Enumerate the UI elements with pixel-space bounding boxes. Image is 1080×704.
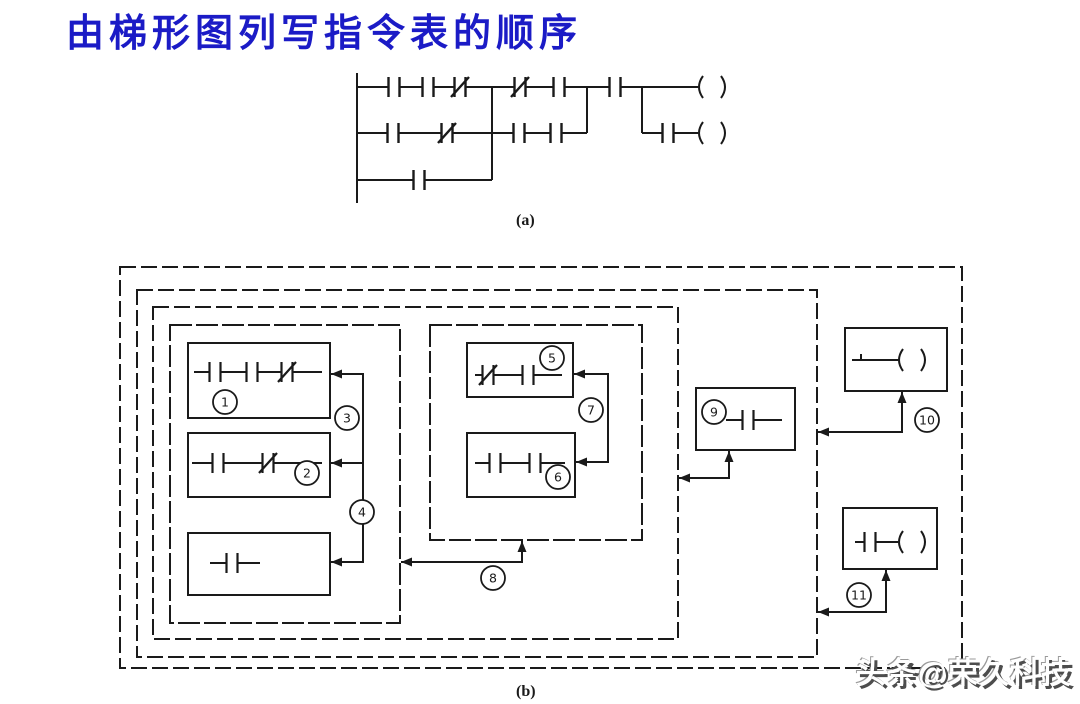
connector-10: [818, 392, 903, 433]
arrowhead-icon: [897, 392, 907, 403]
coil-icon: [698, 121, 726, 145]
arrowheads: [331, 369, 907, 617]
connector-7: [574, 373, 609, 463]
no-contact-icon: [411, 168, 427, 192]
no-contact-icon: [551, 75, 567, 99]
no-contact-icon: [527, 451, 543, 475]
block-step-5: [466, 342, 574, 398]
no-contact-icon: [244, 360, 260, 384]
no-contact-icon: [511, 121, 527, 145]
svg-text:10: 10: [919, 413, 935, 428]
no-contact-icon: [207, 360, 223, 384]
step-blocks: [187, 327, 948, 596]
group-box-right: [429, 324, 643, 541]
nc-contact-icon: [449, 75, 471, 99]
coil-icon: [698, 75, 726, 99]
block-step-11: [842, 507, 938, 570]
arrowhead-icon: [331, 458, 342, 468]
connectors: [331, 373, 903, 613]
figure-label-a: (a): [516, 212, 535, 229]
svg-text:11: 11: [851, 588, 867, 603]
no-contact-icon: [660, 121, 676, 145]
nc-contact-icon: [257, 451, 279, 475]
step-marker-11: 11: [846, 582, 872, 608]
connector-11: [818, 570, 887, 613]
arrowhead-icon: [331, 557, 342, 567]
figure-label-b: (b): [516, 683, 536, 700]
step-marker-3: 3: [334, 405, 360, 431]
block-diagram-b: 1 2 3 4 5 6 7: [119, 266, 963, 669]
no-contact-icon: [385, 121, 401, 145]
step-marker-2: 2: [294, 460, 320, 486]
nesting-boxes: [119, 266, 963, 669]
ladder-diagram-a: [356, 73, 726, 203]
block-step-6: [466, 432, 576, 498]
no-contact-icon: [520, 363, 536, 387]
arrowhead-icon: [818, 607, 829, 617]
step-marker-7: 7: [578, 397, 604, 423]
step-marker-6: 6: [545, 464, 571, 490]
nc-contact-icon: [509, 75, 531, 99]
svg-text:4: 4: [358, 505, 366, 520]
step-marker-10: 10: [914, 407, 940, 433]
step-marker-5: 5: [539, 345, 565, 371]
no-contact-icon: [386, 75, 402, 99]
nc-contact-icon: [477, 363, 499, 387]
nesting-box-outer: [119, 266, 963, 669]
step-marker-1: 1: [212, 389, 238, 415]
svg-text:8: 8: [489, 571, 497, 586]
block-step-10: [844, 327, 948, 392]
block-step-9: [695, 387, 796, 451]
connector-8: [401, 541, 523, 563]
no-contact-icon: [210, 451, 226, 475]
coil-icon: [898, 348, 926, 372]
connector-9: [679, 451, 730, 479]
group-box-left: [169, 324, 401, 624]
no-contact-icon: [862, 530, 878, 554]
no-contact-icon: [487, 451, 503, 475]
arrowhead-icon: [574, 369, 585, 379]
page-title: 由梯形图列写指令表的顺序: [66, 13, 583, 55]
step-marker-9: 9: [701, 399, 727, 425]
step-marker-8: 8: [480, 565, 506, 591]
ladder-wires: [356, 73, 698, 203]
arrowhead-icon: [517, 541, 527, 552]
nesting-box-2: [136, 289, 818, 658]
svg-text:1: 1: [221, 395, 229, 410]
arrowhead-icon: [679, 473, 690, 483]
connector-3-4: [331, 373, 364, 563]
step-markers: 1 2 3 4 5 6 7: [212, 345, 940, 608]
svg-text:9: 9: [710, 405, 718, 420]
block-step-1: [187, 342, 331, 419]
nc-contact-icon: [276, 360, 298, 384]
arrowhead-icon: [576, 457, 587, 467]
svg-text:2: 2: [303, 466, 311, 481]
coil-icon: [898, 530, 926, 554]
no-contact-icon: [224, 551, 240, 575]
block-single-contact: [187, 532, 331, 596]
block-wires: [192, 354, 899, 564]
no-contact-icon: [420, 75, 436, 99]
svg-text:7: 7: [587, 403, 595, 418]
arrowhead-icon: [881, 570, 891, 581]
no-contact-icon: [740, 408, 756, 432]
svg-text:3: 3: [343, 411, 351, 426]
svg-text:5: 5: [548, 351, 556, 366]
step-marker-4: 4: [349, 499, 375, 525]
arrowhead-icon: [331, 369, 342, 379]
nesting-box-3: [152, 306, 679, 640]
arrowhead-icon: [401, 557, 412, 567]
arrowhead-icon: [818, 427, 829, 437]
nc-contact-icon: [436, 121, 458, 145]
block-step-2: [187, 432, 331, 498]
watermark: 头条@荣久科技: [855, 657, 1072, 690]
arrowhead-icon: [724, 451, 734, 462]
no-contact-icon: [607, 75, 623, 99]
no-contact-icon: [548, 121, 564, 145]
svg-text:6: 6: [554, 470, 562, 485]
